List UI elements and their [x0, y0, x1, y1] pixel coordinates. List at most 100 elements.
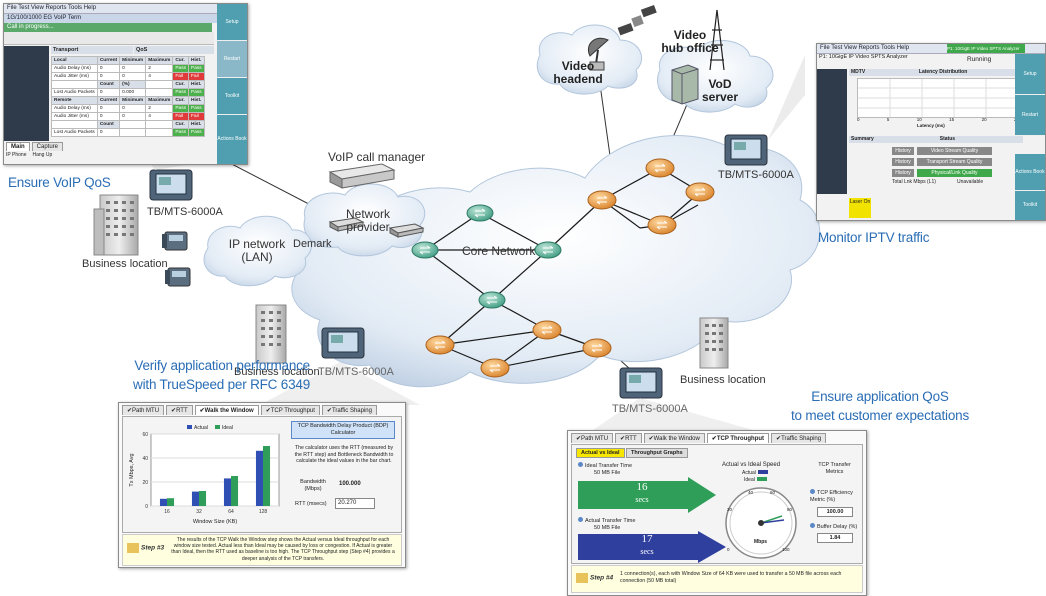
- step4-label: Step #4: [576, 573, 613, 583]
- step3-label: Step #3: [127, 543, 164, 553]
- iptv-left-nav: [817, 69, 847, 194]
- iptv-history-button[interactable]: History: [892, 169, 914, 177]
- speed-gauge: [725, 487, 797, 559]
- callout-wedge: [590, 398, 760, 432]
- iptv-laser-button[interactable]: Laser On: [849, 198, 871, 218]
- step4-text: 1 connection(s), each with Window Size o…: [620, 571, 842, 584]
- voip-title: 1G/100/1000 EG VoIP Term: [4, 14, 247, 23]
- gauge-tick-0: 0: [727, 547, 730, 552]
- iptv-running: Running: [967, 56, 992, 63]
- tab-walk-window[interactable]: ✔Walk the Window: [194, 405, 259, 415]
- business-location-label-center: Business location: [234, 366, 320, 378]
- x-tick-label: 32: [196, 509, 202, 515]
- router-icon: [466, 204, 494, 222]
- tab-path-mtu[interactable]: ✔Path MTU: [122, 405, 165, 415]
- business-location-label-right: Business location: [680, 374, 766, 386]
- voip-panel: File Test View Reports Tools Help 1G/100…: [3, 3, 248, 165]
- legend-actual-swatch: [757, 470, 768, 474]
- voip-setup-button[interactable]: Setup: [217, 4, 247, 41]
- legend-actual: Actual: [742, 470, 768, 476]
- info-icon: [578, 462, 583, 467]
- voip-status: Call in progress...: [4, 23, 212, 32]
- gauge-unit: Mbps: [754, 539, 768, 545]
- tester-label-voip: TB/MTS-6000A: [147, 206, 223, 218]
- iptv-setup-button[interactable]: Setup: [1015, 54, 1045, 95]
- tab-tcp-throughput[interactable]: ✔TCP Throughput: [260, 405, 320, 415]
- business-location-label-left: Business location: [82, 258, 168, 270]
- metrics-title: TCP Transfer Metrics: [818, 462, 851, 475]
- gauge-tick-40: 40: [748, 490, 754, 495]
- callout-wedge: [260, 362, 420, 405]
- iptv-video-quality: Video Stream Quality: [917, 147, 992, 155]
- tester-icon-voip: [149, 169, 193, 201]
- iptv-actions-book-button[interactable]: Actions Book: [1015, 154, 1045, 191]
- rtt-input[interactable]: 20.270: [335, 498, 375, 509]
- y-tick-label: 0: [145, 504, 148, 510]
- tester-icon-iptv: [724, 134, 768, 166]
- vod-server-icon: [671, 64, 699, 105]
- throughput-tabs: ✔Path MTU ✔RTT ✔Walk the Window ✔TCP Thr…: [571, 433, 828, 443]
- x-axis-label: Window Size (KB): [193, 519, 237, 525]
- tab-rtt[interactable]: ✔RTT: [166, 405, 193, 415]
- bar-ideal: [231, 476, 239, 506]
- tester-icon-truespeed: [321, 327, 365, 359]
- voip-actions-book-button[interactable]: Actions Book: [217, 115, 247, 164]
- legend-ideal-swatch: [756, 477, 767, 481]
- iptv-total-label: Total Lnk Mbps (L1): [892, 179, 936, 185]
- x-tick-label: 64: [228, 509, 234, 515]
- iptv-toolkit-button[interactable]: Toolkit: [1015, 191, 1045, 220]
- rtt-label: RTT (msecs): [295, 501, 327, 507]
- bar-ideal: [263, 446, 271, 506]
- iptv-restart-button[interactable]: Restart: [1015, 95, 1045, 136]
- buffer-delay-label: Buffer Delay (%): [810, 523, 860, 531]
- voip-tab-main[interactable]: Main: [6, 142, 30, 151]
- voip-bottom-buttons: IP Phone Hang Up: [6, 152, 52, 158]
- speed-title: Actual vs Ideal Speed: [722, 462, 781, 468]
- subtab-graphs[interactable]: Throughput Graphs: [626, 448, 688, 458]
- caption-iptv: Monitor IPTV traffic: [818, 230, 930, 245]
- iptv-axis-label: Latency (ms): [917, 123, 945, 128]
- subtab-actual-ideal[interactable]: Actual vs Ideal: [576, 448, 625, 458]
- tab-rtt[interactable]: ✔RTT: [615, 433, 642, 443]
- iptv-title: P1: 10GigE IP Video SPTS Analyzer: [819, 54, 908, 60]
- buffer-delay-value: 1.84: [817, 533, 853, 543]
- y-axis-label: Tx Mbps, Avg: [129, 453, 135, 486]
- tab-traffic-shaping[interactable]: ✔Traffic Shaping: [321, 405, 377, 415]
- info-icon: [810, 523, 815, 528]
- tab-tcp-throughput[interactable]: ✔TCP Throughput: [706, 433, 770, 443]
- gauge-tick-100: 100: [782, 547, 790, 552]
- tester-label-app: TB/MTS-6000A: [612, 403, 688, 415]
- bar-actual: [223, 478, 231, 506]
- voip-hang-up-button[interactable]: Hang Up: [32, 152, 53, 158]
- gauge-tick-80: 80: [787, 507, 793, 512]
- core-network-cloud: [291, 135, 821, 388]
- bar-ideal: [199, 491, 207, 506]
- ip-network-cloud: [203, 215, 312, 287]
- iptv-latency-chart: [857, 78, 1021, 118]
- building-icon-right: [699, 317, 729, 369]
- provider-device: [388, 223, 425, 238]
- voip-toolkit-button[interactable]: Toolkit: [217, 78, 247, 115]
- iptv-history-button[interactable]: History: [892, 158, 914, 166]
- step-icon: [576, 573, 588, 583]
- throughput-body: Actual vs Ideal Throughput Graphs Ideal …: [571, 444, 863, 564]
- tab-traffic-shaping[interactable]: ✔Traffic Shaping: [771, 433, 827, 443]
- satellite-icon: [617, 5, 657, 36]
- voip-ip-phone-button[interactable]: IP Phone: [6, 152, 27, 158]
- iptv-history-button[interactable]: History: [892, 147, 914, 155]
- tab-walk-window[interactable]: ✔Walk the Window: [643, 433, 705, 443]
- tester-icon-app: [619, 367, 663, 399]
- voip-tab-capture[interactable]: Capture: [31, 142, 64, 151]
- voip-restart-button[interactable]: Restart: [217, 41, 247, 78]
- tab-path-mtu[interactable]: ✔Path MTU: [571, 433, 614, 443]
- walk-window-footer: Step #3 The results of the TCP Walk the …: [122, 534, 402, 566]
- step-icon: [127, 543, 139, 553]
